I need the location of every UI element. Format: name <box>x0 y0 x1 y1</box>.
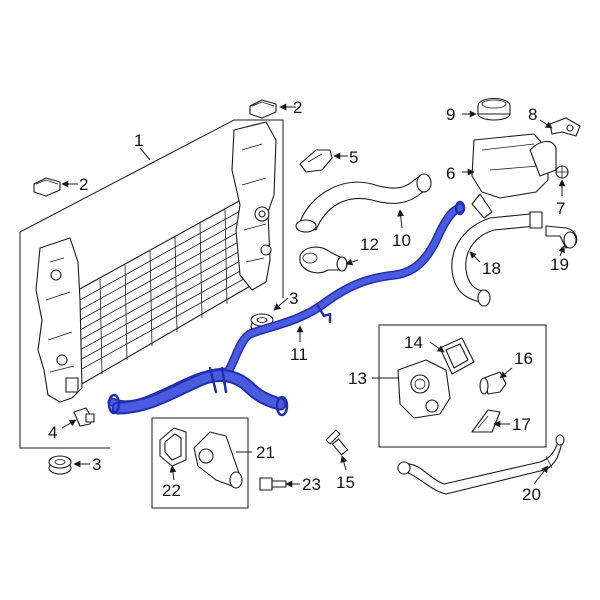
callout-1: 1 <box>134 131 143 150</box>
callout-2-left: 2 <box>79 175 88 194</box>
callout-15: 15 <box>336 473 355 492</box>
callout-19: 19 <box>550 255 569 274</box>
insulator-2-left <box>33 177 61 197</box>
radiator-fins <box>79 204 252 375</box>
water-outlet-21 <box>193 431 243 489</box>
callout-9: 9 <box>446 105 455 124</box>
callout-21: 21 <box>256 443 275 462</box>
radiator-group-frame <box>19 119 284 449</box>
callout-10: 10 <box>392 231 411 250</box>
bracket-5 <box>299 149 333 173</box>
grommet-3-left <box>48 455 72 475</box>
callout-2-top: 2 <box>293 98 302 117</box>
bracket-8 <box>549 117 581 137</box>
insulator-2-top <box>249 99 277 119</box>
upper-hose-10 <box>295 173 432 233</box>
reservoir-cap-9 <box>477 97 511 121</box>
callout-12: 12 <box>360 235 379 254</box>
callout-23: 23 <box>302 475 321 494</box>
thermostat-group-frame <box>378 324 547 448</box>
callout-4: 4 <box>48 423 57 442</box>
housing-13 <box>397 359 451 419</box>
coolant-reservoir-6 <box>471 133 557 219</box>
callout-22: 22 <box>162 481 181 500</box>
seal-17 <box>471 409 501 433</box>
radiator <box>35 121 277 403</box>
callout-17: 17 <box>512 415 531 434</box>
callout-5: 5 <box>349 148 358 167</box>
gasket-14 <box>439 337 475 375</box>
lower-hose-11 <box>107 200 466 417</box>
bolt-15 <box>325 429 349 456</box>
thermostat-16 <box>479 371 507 395</box>
callout-13: 13 <box>348 369 367 388</box>
outlet-group-frame <box>151 417 249 509</box>
fitting-12 <box>299 246 348 274</box>
sensor-7 <box>555 165 569 179</box>
callout-3-right: 3 <box>289 289 298 308</box>
callout-11: 11 <box>290 345 308 364</box>
bolt-23 <box>259 477 287 491</box>
callout-7: 7 <box>556 199 565 218</box>
hose-20 <box>397 434 565 495</box>
drain-plug-4 <box>73 407 95 427</box>
leader-lines <box>61 103 566 488</box>
callout-8: 8 <box>528 105 537 124</box>
callout-6: 6 <box>446 164 455 183</box>
callout-labels: 1 2 2 3 3 4 5 6 7 8 9 10 11 12 13 14 15 … <box>48 98 569 504</box>
hose-18 <box>451 211 543 307</box>
callout-3-left: 3 <box>92 455 101 474</box>
callout-20: 20 <box>522 485 541 504</box>
connector-19 <box>545 225 578 249</box>
callout-18: 18 <box>482 259 501 278</box>
gasket-22 <box>159 427 187 467</box>
callout-14: 14 <box>404 333 423 352</box>
callout-16: 16 <box>514 349 533 368</box>
